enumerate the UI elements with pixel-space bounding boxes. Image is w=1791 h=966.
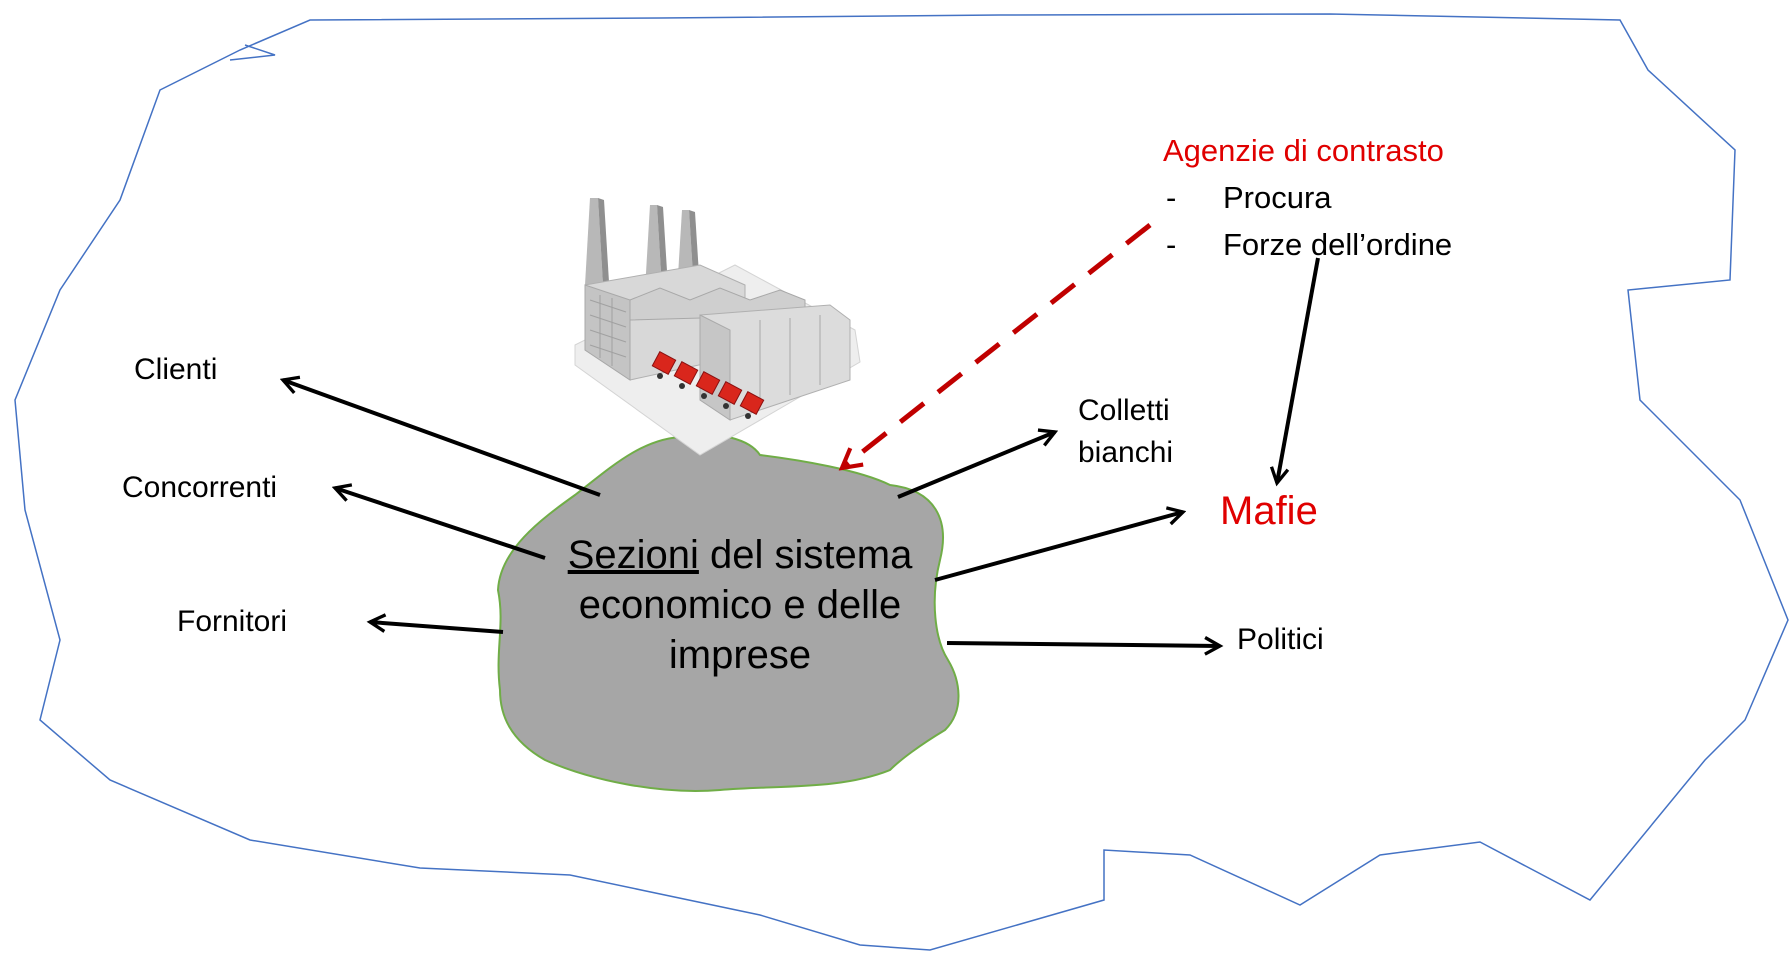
agencies-block: Agenzie di contrasto - Procura - Forze del… [1163,127,1452,268]
central-keyword: Sezioni [567,533,699,577]
factory-icon [574,198,861,456]
node-mafie: Mafie [1220,489,1318,533]
node-fornitori: Fornitori [177,605,288,638]
central-line3: imprese [668,633,812,677]
bullet-dash: - [1166,227,1177,262]
arrow-to-fornitori [370,622,504,634]
arrow-agencies-to-mafie [1277,257,1320,483]
agency-item: - Procura [1166,174,1452,221]
arrow-to-colletti [897,432,1055,499]
arrow-to-mafie [934,512,1183,582]
node-politici: Politici [1237,623,1324,656]
agency-item: - Forze dell’ordine [1166,221,1452,268]
node-concorrenti: Concorrenti [122,471,278,504]
arrow-agencies-to-system [842,223,1152,468]
colletti-line1: Colletti [1078,394,1170,427]
economic-system-blob [496,433,960,792]
bullet-dash: - [1166,180,1177,215]
node-clienti: Clienti [134,353,218,386]
colletti-line2: bianchi [1078,436,1174,469]
agency-label: Forze dell’ordine [1223,227,1453,262]
arrow-to-clienti [283,380,601,497]
central-line1-rest: del sistema [698,533,913,577]
outline-scribble [229,44,276,61]
central-line2: economico e delle [578,583,902,627]
arrow-to-concorrenti [335,488,546,560]
node-colletti-bianchi: Colletti bianchi [1078,390,1173,474]
central-node-label: Sezioni del sistema economico e delle im… [520,530,960,680]
arrow-to-politici [946,643,1220,646]
agency-label: Procura [1223,180,1332,215]
agencies-title: Agenzie di contrasto [1163,133,1444,168]
central-line1: Sezioni del sistema [520,530,960,580]
environment-outline [14,13,1789,951]
